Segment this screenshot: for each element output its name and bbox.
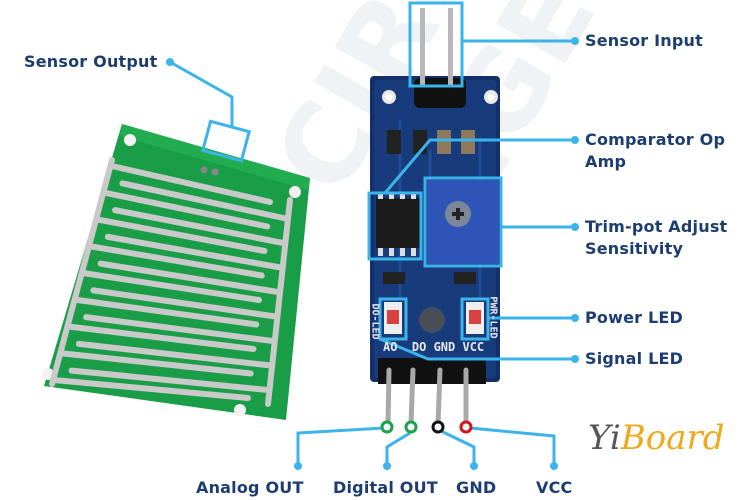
solder-joint	[200, 166, 208, 174]
logo-part-board: Board	[620, 418, 725, 458]
sensing-trace	[87, 243, 265, 279]
solder-joint	[211, 168, 219, 176]
pad-hole	[289, 186, 301, 198]
header-pin	[448, 8, 453, 86]
silkscreen-do-led: DO-LED	[369, 303, 381, 340]
label-comparator-op-amp: Comparator Op Amp	[585, 130, 726, 171]
pin-marker-analog-out	[380, 420, 394, 434]
sensing-trace	[112, 207, 285, 246]
pin-marker-vcc	[459, 420, 473, 434]
label-signal-led: Signal LED	[585, 349, 684, 368]
label-power-led: Power LED	[585, 308, 684, 327]
header-pin	[420, 8, 425, 86]
yiboard-logo: YiBoard	[588, 418, 724, 458]
label-analog-out: Analog OUT	[196, 478, 304, 497]
sensing-trace	[65, 323, 257, 352]
sensing-traces	[49, 157, 293, 407]
comparator-chip	[376, 198, 420, 248]
logo-part-yi: Yi	[588, 418, 621, 458]
sensing-trace	[75, 340, 272, 369]
trace-rail	[49, 157, 115, 387]
label-digital-out: Digital OUT	[333, 478, 438, 497]
callout-lines	[166, 1, 579, 470]
smd-resistor	[383, 272, 405, 284]
sensing-trace	[119, 180, 288, 222]
pad-hole	[124, 134, 136, 146]
board-hole	[419, 307, 445, 333]
output-header	[378, 358, 486, 384]
pin-marker-digital-out	[404, 420, 418, 434]
sensing-trace	[58, 350, 254, 377]
silkscreen-pwr-led: PWR-LED	[487, 296, 499, 339]
label-vcc: VCC	[536, 478, 573, 497]
pin-markers	[380, 420, 473, 434]
label-sensor-input: Sensor Input	[585, 31, 703, 50]
pin-marker-gnd	[431, 420, 445, 434]
smd-resistor	[387, 130, 401, 154]
sensing-trace	[109, 163, 273, 205]
sensing-trace	[90, 287, 277, 320]
sensing-trace	[68, 367, 269, 393]
sensing-trace	[104, 233, 283, 271]
smd-capacitor	[461, 130, 475, 154]
sensing-trace	[83, 314, 274, 344]
smd-resistor	[454, 272, 476, 284]
output-pins	[385, 367, 469, 427]
sensing-trace	[72, 296, 260, 328]
smd-capacitor	[437, 130, 451, 154]
pad-hole	[234, 404, 246, 416]
label-sensor-output: Sensor Output	[24, 52, 158, 71]
sensing-trace	[51, 377, 251, 401]
silkscreen-pins: AO DO GND VCC	[383, 340, 485, 354]
sensing-trace	[94, 216, 268, 254]
trace-rail	[265, 197, 293, 407]
sensing-trace	[97, 260, 280, 295]
sensing-trace	[101, 189, 271, 230]
label-gnd: GND	[456, 478, 497, 497]
sensing-trace	[80, 270, 262, 303]
sensing-pad	[42, 124, 310, 420]
label-trimpot: Trim-pot Adjust Sensitivity	[585, 217, 728, 258]
module-board	[370, 8, 500, 427]
